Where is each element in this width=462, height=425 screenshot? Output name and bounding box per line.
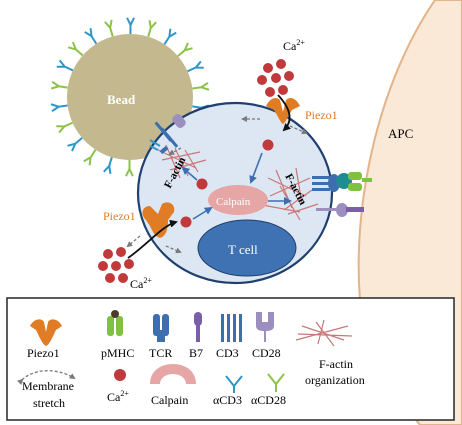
calcium-cluster-top — [257, 59, 294, 97]
signaling-arrows — [181, 152, 292, 220]
t-cell-label: T cell — [228, 242, 258, 257]
apc-contact-receptors — [312, 172, 372, 217]
legend-piezo1-icon — [30, 319, 62, 346]
legend-cd28-icon — [256, 312, 274, 342]
bead-antibody — [67, 41, 84, 57]
bead-antibody — [192, 82, 210, 91]
bead-antibody — [125, 159, 134, 177]
bead-antibody — [50, 103, 68, 112]
legend: Piezo1 pMHC TCR B7 CD3 CD28 — [6, 297, 455, 421]
legend-cd3-icon — [221, 314, 242, 342]
legend-acd28-label: αCD28 — [251, 393, 286, 407]
bead-antibody — [177, 42, 193, 57]
bead-antibody — [83, 149, 97, 166]
legend-acd3-label: αCD3 — [213, 393, 242, 407]
legend-factin-label-line2: organization — [305, 373, 365, 387]
legend-cd28-label: CD28 — [252, 346, 281, 360]
calpain — [208, 185, 268, 215]
bead-label: Bead — [107, 92, 136, 107]
piezo1-channel-top — [266, 98, 300, 124]
bead-antibody — [56, 121, 73, 134]
legend-acd28-icon — [267, 373, 285, 392]
legend-tcr-icon — [153, 314, 169, 342]
bead-antibody — [50, 80, 68, 90]
bead-contact-receptors — [149, 114, 186, 155]
bead-antibody — [126, 17, 135, 35]
bead-antibody — [103, 157, 113, 174]
calcium-influx-arrows — [127, 94, 292, 259]
bead-antibody — [187, 60, 204, 73]
legend-calcium-label: Ca2+ — [107, 389, 129, 404]
bead-antibody — [147, 20, 157, 37]
legend-factin-icon — [295, 319, 353, 347]
calpain-label: Calpain — [216, 196, 251, 208]
legend-calpain-label: Calpain — [151, 393, 188, 407]
legend-factin-label-line1: F-actin — [319, 357, 353, 371]
piezo1-channel-left — [142, 202, 175, 238]
bead-antibody — [163, 28, 177, 45]
legend-calpain-icon — [150, 364, 196, 384]
legend-calcium-icon — [114, 369, 126, 381]
piezo1-label-left: Piezo1 — [103, 209, 136, 223]
bead-antibody — [56, 59, 74, 72]
legend-b7-icon — [194, 312, 202, 342]
legend-tcr-label: TCR — [149, 346, 172, 360]
bead-antibody — [67, 137, 83, 152]
calcium-ions-internal — [180, 139, 274, 228]
legend-cd3-label: CD3 — [216, 346, 239, 360]
bead-antibody — [84, 28, 98, 45]
calcium-label-top: Ca2+ — [283, 38, 305, 53]
factin-mesh-left — [157, 144, 207, 179]
legend-piezo1-label: Piezo1 — [27, 346, 60, 360]
legend-b7-label: B7 — [189, 346, 203, 360]
calcium-label-bottom: Ca2+ — [130, 276, 152, 291]
apc-label: APC — [388, 126, 413, 141]
legend-pmhc-icon — [107, 310, 123, 336]
calcium-cluster-bottom — [98, 247, 134, 283]
legend-membrane-stretch-line2: stretch — [33, 396, 65, 410]
bead-antibody — [104, 19, 114, 37]
legend-pmhc-label: pMHC — [101, 346, 134, 360]
legend-acd3-icon — [225, 375, 243, 393]
membrane-stretch-arrows — [126, 116, 308, 254]
legend-membrane-stretch-line1: Membrane — [22, 379, 74, 393]
piezo1-label-top: Piezo1 — [305, 108, 338, 122]
t-cell-nucleus — [197, 219, 297, 277]
legend-membrane-stretch-icon — [17, 370, 76, 385]
